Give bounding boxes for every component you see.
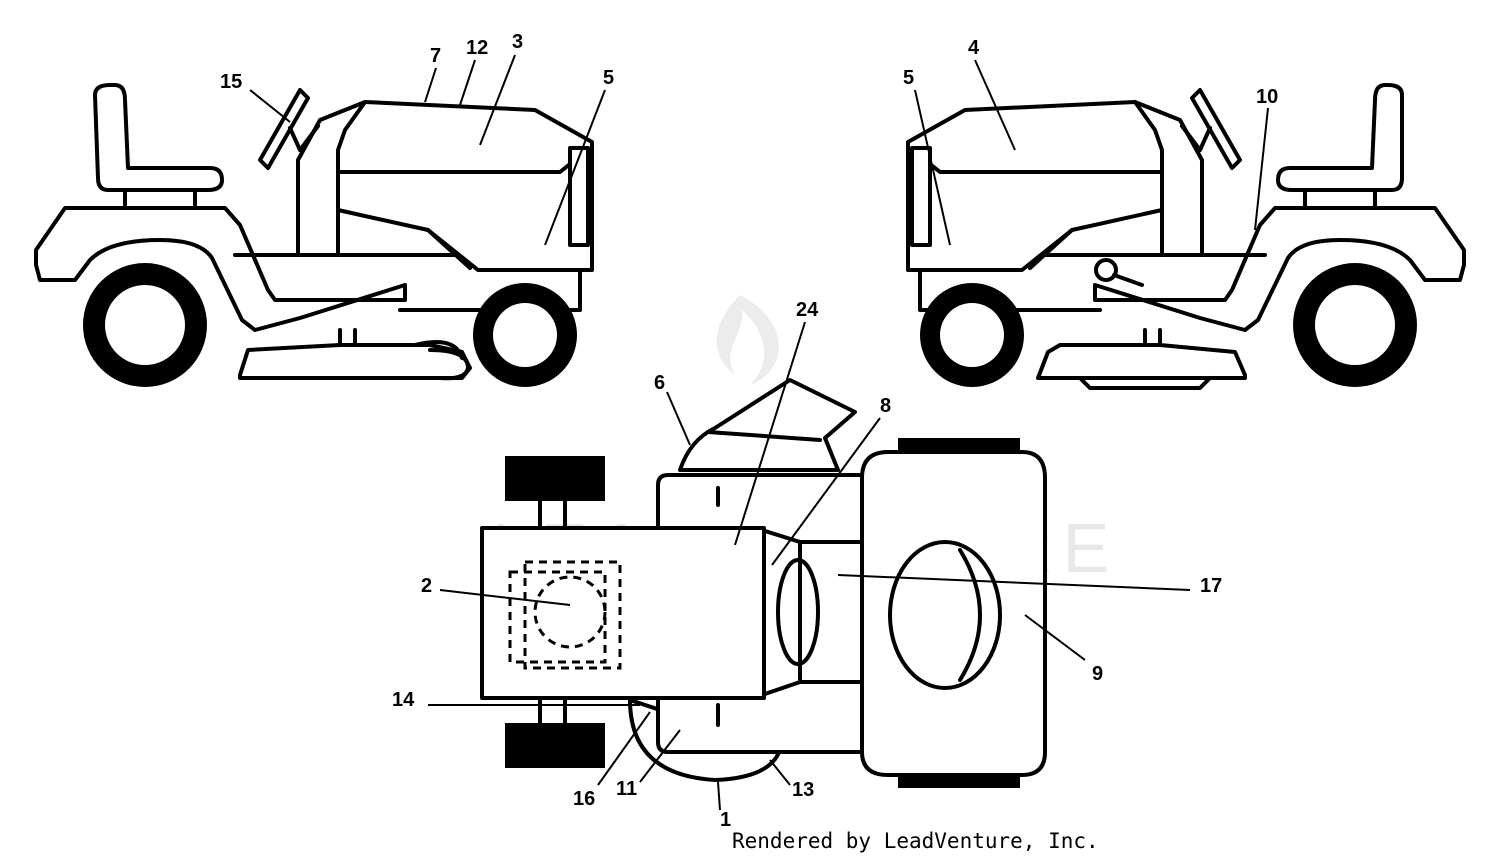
callout-9: 9 — [1092, 663, 1103, 685]
callout-6: 6 — [654, 372, 665, 394]
callout-15: 15 — [220, 71, 242, 93]
tractor-top-view — [480, 378, 1047, 788]
callout-5-left: 5 — [603, 67, 614, 89]
callout-8: 8 — [880, 395, 891, 417]
callout-5-right: 5 — [903, 67, 914, 89]
callout-2: 2 — [421, 575, 432, 597]
callout-3: 3 — [512, 31, 523, 53]
callout-1: 1 — [720, 809, 731, 831]
tractor-right-side-view — [906, 83, 1466, 390]
tractor-left-side-view — [34, 83, 594, 387]
callout-4: 4 — [968, 37, 980, 59]
callouts: 15 7 12 3 5 4 5 10 24 6 8 2 17 9 14 16 1… — [220, 31, 1278, 831]
watermark-flame-icon — [716, 295, 779, 385]
callout-24: 24 — [796, 299, 819, 321]
callout-14: 14 — [392, 689, 415, 711]
callout-7: 7 — [430, 45, 441, 67]
leader-lines — [249, 54, 1269, 811]
callout-17: 17 — [1200, 575, 1222, 597]
callout-11: 11 — [616, 778, 637, 800]
callout-16: 16 — [573, 788, 595, 810]
callout-12: 12 — [466, 37, 488, 59]
rendered-by-footer: Rendered by LeadVenture, Inc. — [732, 829, 1099, 853]
callout-10: 10 — [1256, 86, 1278, 108]
callout-13: 13 — [792, 779, 814, 801]
